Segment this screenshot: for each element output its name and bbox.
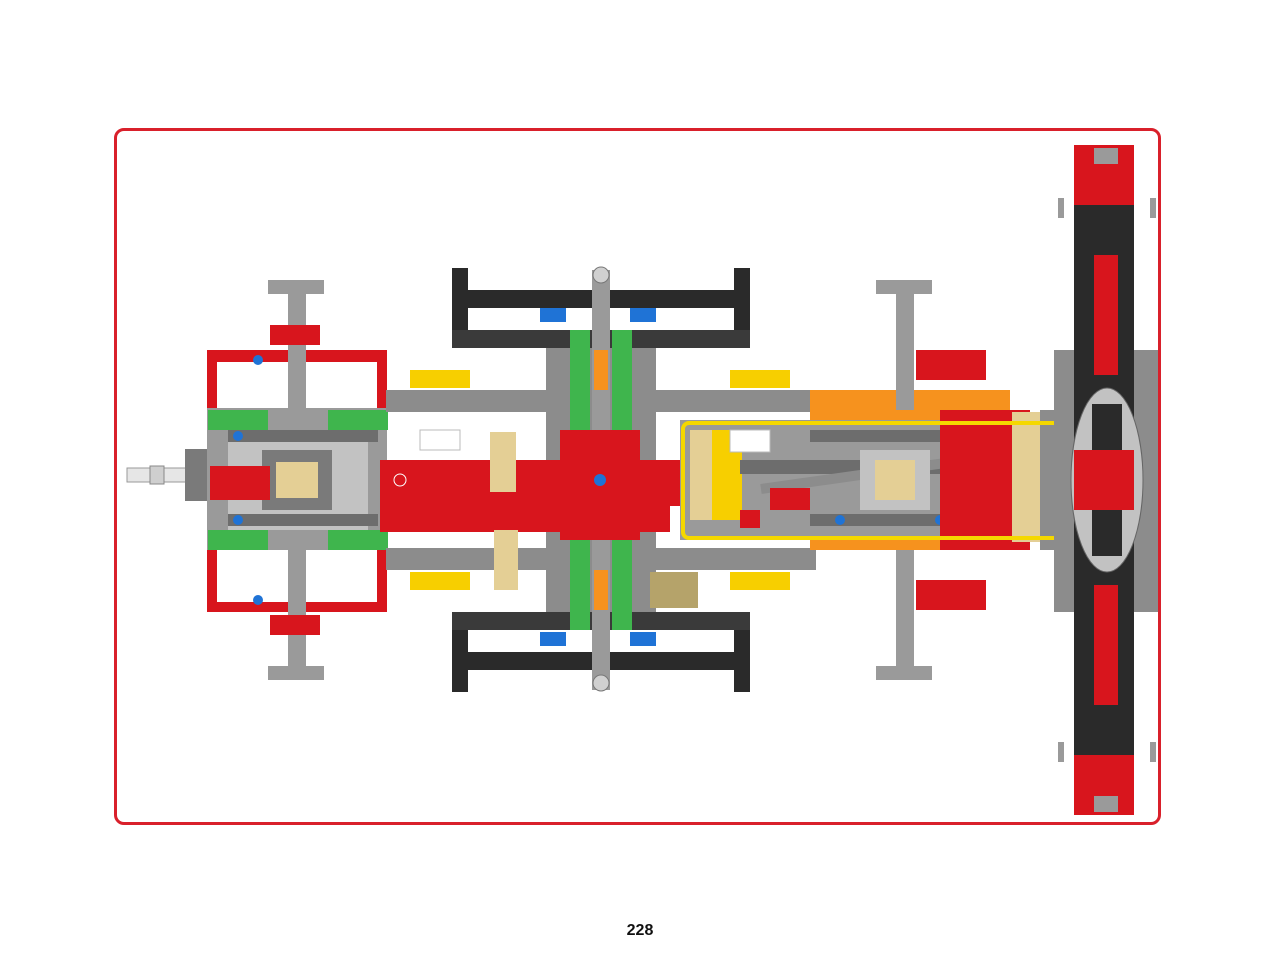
- main-driveline: [380, 429, 698, 608]
- instruction-frame: [114, 128, 1161, 825]
- rear-steering-module: [207, 280, 388, 680]
- front-axle: [1054, 145, 1158, 815]
- page-number: 228: [626, 922, 654, 939]
- input-axle: [126, 449, 211, 501]
- front-steering-module: [680, 280, 1060, 680]
